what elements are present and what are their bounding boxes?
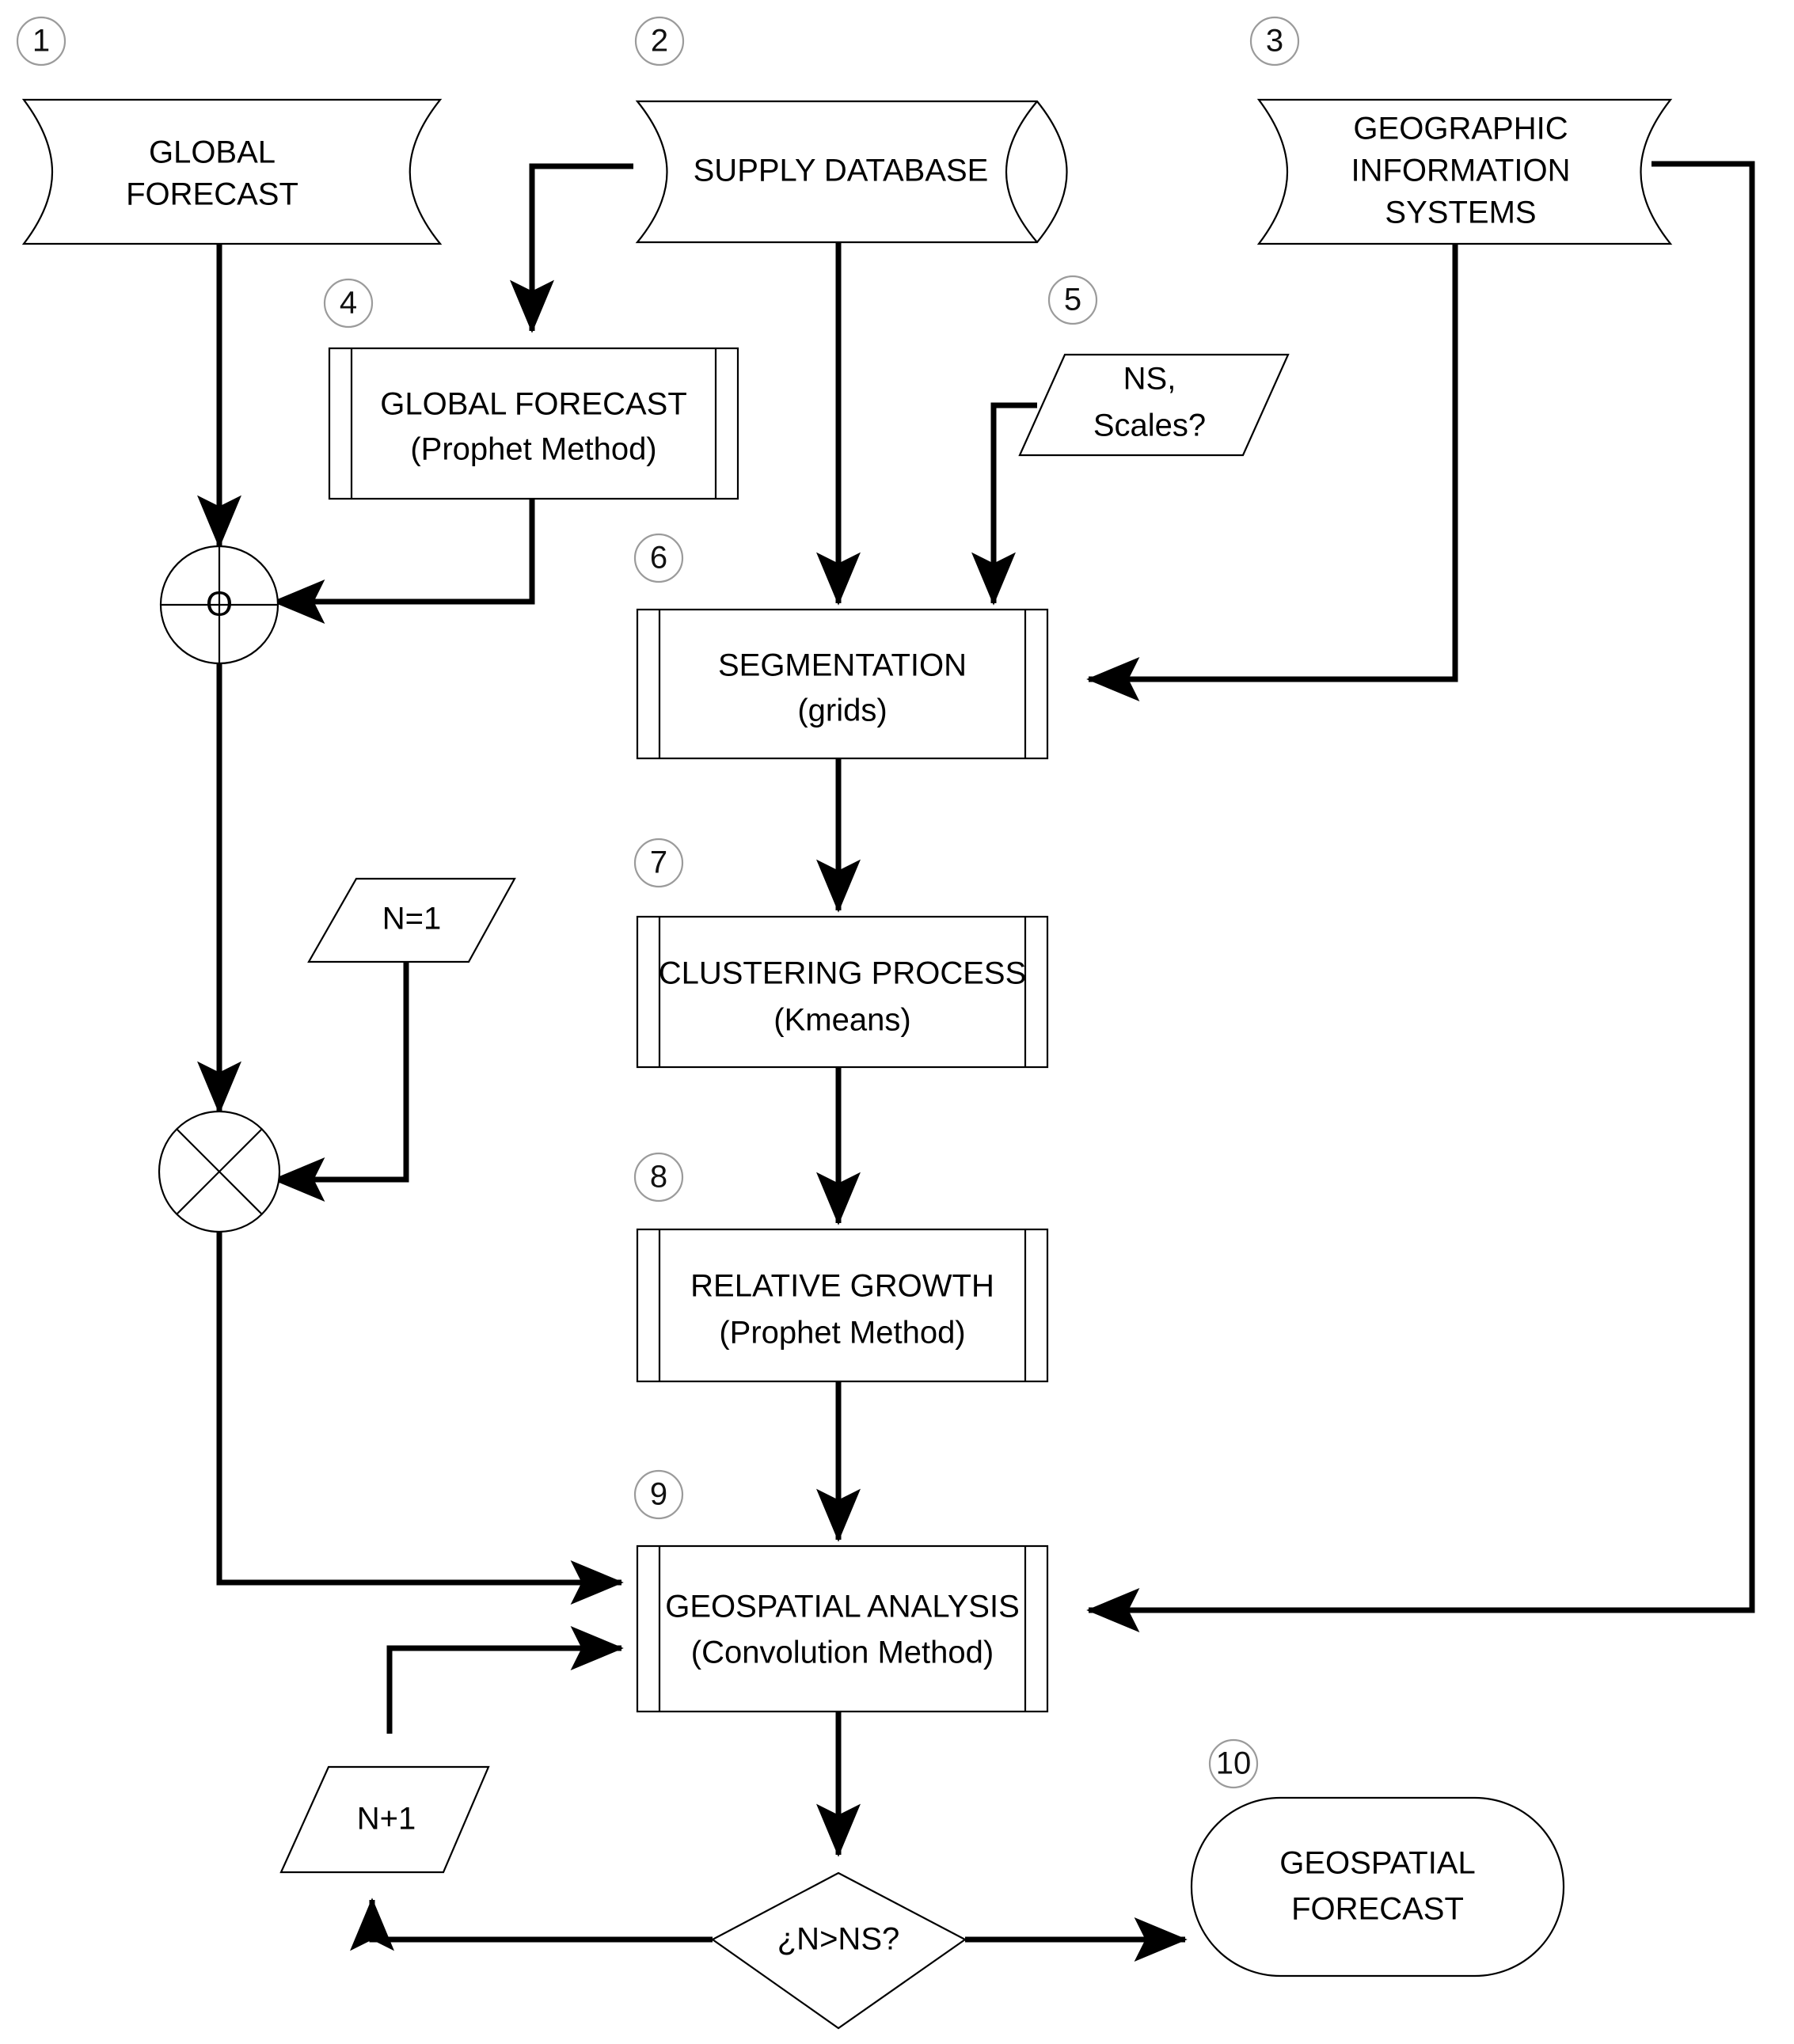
predefined-process-box bbox=[328, 347, 739, 500]
node-3-label-line1: GEOGRAPHIC bbox=[1353, 112, 1568, 146]
node-n-increment[interactable]: N+1 bbox=[279, 1765, 490, 1874]
node-4-label-line2: (Prophet Method) bbox=[410, 432, 656, 467]
badge-10-text: 10 bbox=[1216, 1746, 1252, 1781]
node-6-label-line1: SEGMENTATION bbox=[718, 648, 967, 683]
badge-1: 1 bbox=[16, 16, 67, 66]
node-relative-growth-process[interactable]: RELATIVE GROWTH (Prophet Method) bbox=[636, 1228, 1049, 1383]
node-ns-scales-input[interactable]: NS, Scales? bbox=[1018, 353, 1290, 457]
edge-layer bbox=[196, 161, 1755, 1962]
edge-gis-to-geospatial-analysis bbox=[1086, 161, 1755, 1632]
node-5-label-line2: Scales? bbox=[1093, 408, 1206, 443]
junction-circle-plus[interactable]: O bbox=[159, 545, 279, 665]
database-cylinder-end-ellipse bbox=[1005, 101, 1038, 243]
database-cylinder-shape bbox=[1256, 98, 1673, 245]
node-4-label-line1: GLOBAL FORECAST bbox=[380, 387, 687, 422]
badge-5: 5 bbox=[1047, 275, 1098, 325]
edge-nplus1-to-geospatial bbox=[386, 1626, 624, 1734]
predefined-process-box bbox=[636, 915, 1049, 1069]
node-1-label-line1: GLOBAL bbox=[149, 135, 276, 170]
badge-4: 4 bbox=[323, 278, 374, 329]
badge-2: 2 bbox=[634, 16, 685, 66]
badge-4-circle bbox=[323, 278, 374, 329]
badge-7: 7 bbox=[633, 838, 684, 888]
parallelogram-shape bbox=[1018, 353, 1290, 457]
node-decision-n-gt-ns[interactable]: ¿N>NS? bbox=[710, 1871, 967, 2030]
badge-2-circle bbox=[634, 16, 685, 66]
badge-3: 3 bbox=[1249, 16, 1300, 66]
node-8-label-line2: (Prophet Method) bbox=[719, 1316, 965, 1351]
edge-junction-x-to-geospatial bbox=[216, 1231, 624, 1605]
node-supply-database[interactable]: SUPPLY DATABASE bbox=[635, 100, 1068, 244]
edge-decision-to-nplus1 bbox=[350, 1898, 713, 1951]
parallelogram-shape bbox=[307, 877, 516, 963]
node-gis-database[interactable]: GEOGRAPHIC INFORMATION SYSTEMS bbox=[1256, 98, 1673, 245]
node-global-forecast-process[interactable]: GLOBAL FORECAST (Prophet Method) bbox=[328, 347, 739, 500]
node-9-label-line1: GEOSPATIAL ANALYSIS bbox=[665, 1590, 1020, 1624]
junction-circle-cross[interactable] bbox=[158, 1110, 281, 1233]
badge-5-text: 5 bbox=[1064, 283, 1081, 317]
badge-8: 8 bbox=[633, 1152, 684, 1202]
node-9-label-line2: (Convolution Method) bbox=[691, 1636, 994, 1670]
badge-8-circle bbox=[633, 1152, 684, 1202]
node-8-label-line1: RELATIVE GROWTH bbox=[690, 1269, 994, 1304]
badge-8-text: 8 bbox=[650, 1160, 667, 1195]
badge-9-circle bbox=[633, 1469, 684, 1520]
node-5-label-line1: NS, bbox=[1123, 362, 1176, 397]
badge-5-circle bbox=[1047, 275, 1098, 325]
badge-1-text: 1 bbox=[32, 24, 50, 59]
decision-diamond-shape bbox=[710, 1871, 967, 2030]
badge-10: 10 bbox=[1208, 1738, 1259, 1789]
node-global-forecast-database[interactable]: GLOBAL FORECAST bbox=[21, 98, 443, 245]
badge-6-circle bbox=[633, 533, 684, 583]
badge-7-text: 7 bbox=[650, 845, 667, 880]
decision-label: ¿N>NS? bbox=[777, 1922, 900, 1957]
node-segmentation-process[interactable]: SEGMENTATION (grids) bbox=[636, 608, 1049, 760]
badge-4-text: 4 bbox=[340, 286, 357, 321]
junction-diagonal-2 bbox=[176, 1128, 263, 1215]
predefined-process-box bbox=[636, 1228, 1049, 1383]
node-geospatial-analysis-process[interactable]: GEOSPATIAL ANALYSIS (Convolution Method) bbox=[636, 1544, 1049, 1713]
badge-7-circle bbox=[633, 838, 684, 888]
badge-3-circle bbox=[1249, 16, 1300, 66]
badge-9: 9 bbox=[633, 1469, 684, 1520]
node-7-label-line2: (Kmeans) bbox=[773, 1003, 910, 1038]
badge-9-text: 9 bbox=[650, 1477, 667, 1512]
edge-prophet-to-junction-o bbox=[272, 499, 535, 624]
node-6-label-line2: (grids) bbox=[797, 693, 887, 728]
node-7-label-line1: CLUSTERING PROCESS bbox=[659, 956, 1027, 991]
badge-6-text: 6 bbox=[650, 541, 667, 576]
badge-6: 6 bbox=[633, 533, 684, 583]
edge-gis-to-segmentation bbox=[1086, 244, 1458, 701]
node-geospatial-forecast-terminator[interactable]: GEOSPATIAL FORECAST bbox=[1190, 1796, 1565, 1978]
node-n-init-label: N=1 bbox=[382, 902, 442, 937]
node-2-label: SUPPLY DATABASE bbox=[694, 154, 989, 188]
node-n-init[interactable]: N=1 bbox=[307, 877, 516, 963]
badge-3-text: 3 bbox=[1266, 24, 1283, 59]
node-n-increment-label: N+1 bbox=[357, 1802, 416, 1837]
node-3-label-line2: INFORMATION bbox=[1351, 154, 1570, 188]
node-10-label-line2: FORECAST bbox=[1291, 1892, 1464, 1927]
edge-supplydb-to-globalforecast bbox=[509, 163, 633, 333]
badge-1-circle bbox=[16, 16, 67, 66]
predefined-process-box bbox=[636, 608, 1049, 760]
edge-nsscales-to-segmentation bbox=[971, 402, 1037, 606]
badge-10-circle bbox=[1208, 1738, 1259, 1789]
parallelogram-shape bbox=[279, 1765, 490, 1874]
node-10-label-line1: GEOSPATIAL bbox=[1279, 1846, 1475, 1881]
terminator-rounded-shape bbox=[1190, 1796, 1565, 1978]
badge-2-text: 2 bbox=[651, 24, 668, 59]
predefined-process-box bbox=[636, 1544, 1049, 1713]
node-3-label-line3: SYSTEMS bbox=[1385, 196, 1536, 230]
database-cylinder-shape bbox=[21, 98, 443, 245]
edge-n1-to-junction-x bbox=[272, 962, 409, 1202]
node-clustering-process[interactable]: CLUSTERING PROCESS (Kmeans) bbox=[636, 915, 1049, 1069]
node-1-label-line2: FORECAST bbox=[126, 177, 298, 212]
junction-o-label: O bbox=[206, 585, 233, 624]
